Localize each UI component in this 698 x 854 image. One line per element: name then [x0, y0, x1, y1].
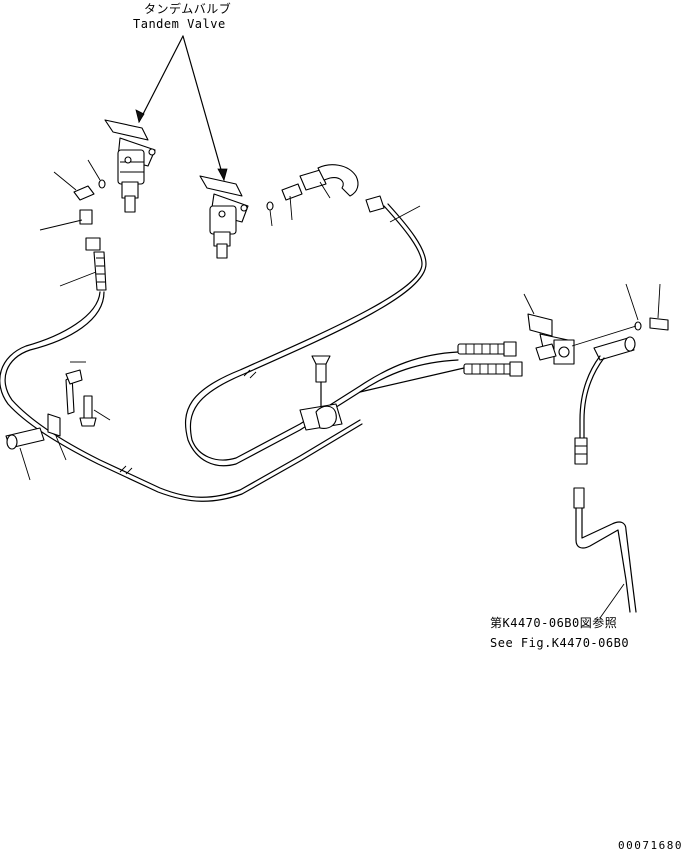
part-leader-lines	[19, 159, 661, 619]
reference-note-japanese: 第K4470-06B0図参照	[490, 616, 618, 630]
pipe-middle-loop	[184, 203, 459, 467]
pipe-break-marks	[119, 369, 257, 475]
fittings-top-right	[266, 164, 385, 213]
tandem-valve-right	[199, 175, 249, 259]
drawing-number: 00071680	[618, 839, 683, 852]
diagram-title-english: Tandem Valve	[133, 17, 226, 31]
pipe-right-down	[573, 336, 637, 613]
title-leader-arrows	[135, 35, 228, 182]
junction-block	[527, 313, 575, 365]
reference-note-english: See Fig.K4470-06B0	[490, 636, 630, 650]
hoses-center-right	[359, 341, 523, 393]
diagram-title-japanese: タンデムバルブ	[144, 2, 232, 16]
tandem-valve-left	[104, 119, 156, 213]
clamp-center	[299, 355, 343, 431]
clamp-left	[5, 369, 97, 450]
pipe-left-loop	[0, 291, 363, 502]
fittings-far-right	[634, 317, 669, 331]
fittings-top-left	[73, 179, 107, 291]
